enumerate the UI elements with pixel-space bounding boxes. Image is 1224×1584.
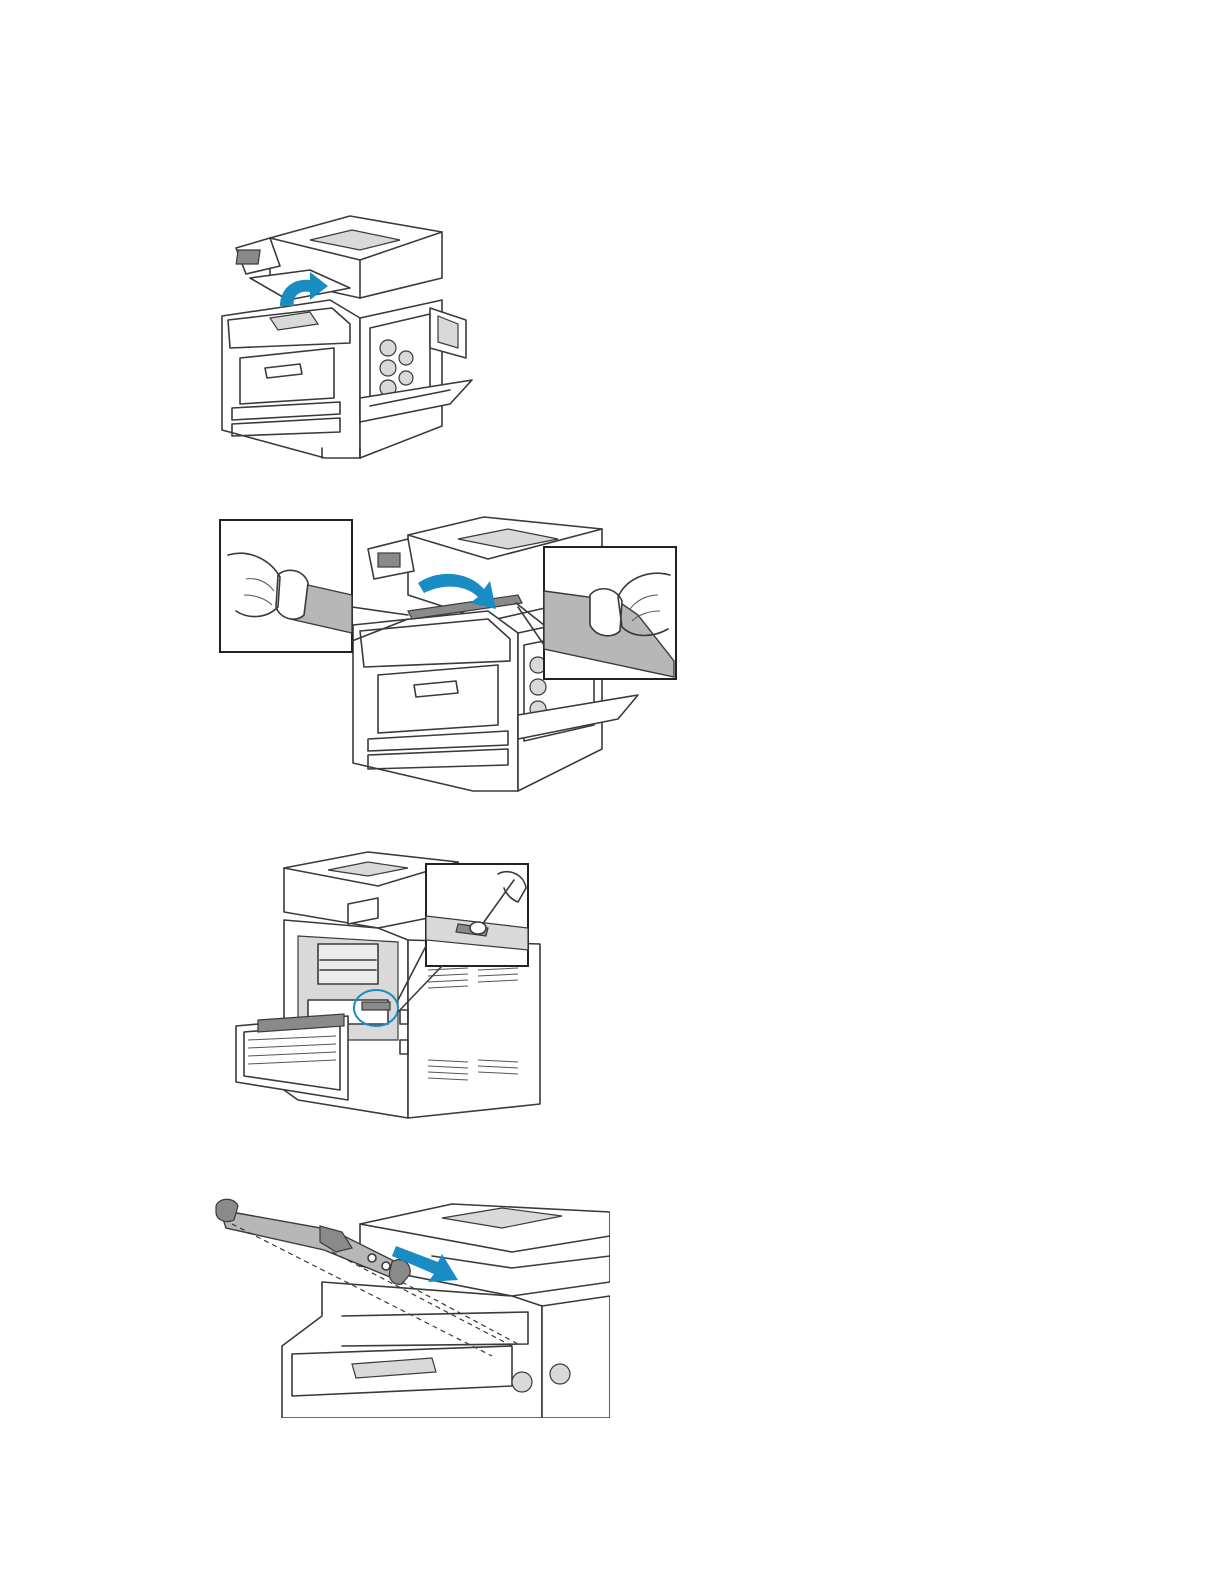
figure-clean-sensor [228,850,546,1122]
printer-open-cover-illustration [210,208,482,463]
clean-sensor-illustration [228,850,546,1122]
figure-open-top-cover [210,208,482,463]
figure-insert-belt-cleaner [212,1196,610,1418]
insert-belt-cleaner-illustration [212,1196,610,1418]
remove-belt-cleaner-illustration [218,515,680,793]
figure-remove-belt-cleaner [218,515,680,793]
